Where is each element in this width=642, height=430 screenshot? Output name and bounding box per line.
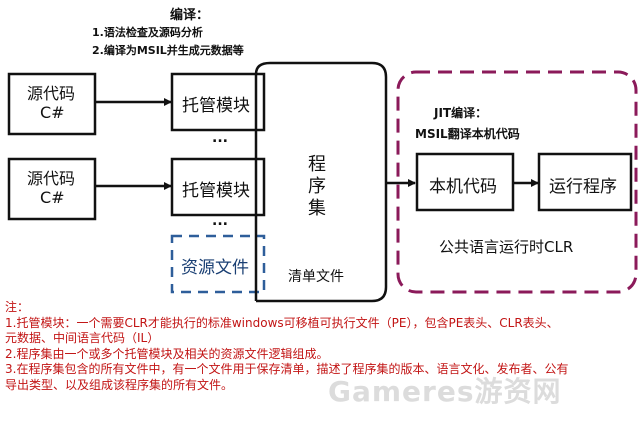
assembly-char-3: 集 bbox=[308, 198, 326, 219]
ellipsis-2: ... bbox=[212, 213, 228, 229]
watermark-text: Gameres游资网 bbox=[328, 375, 562, 408]
notes-line-1: 1.托管模块：一个需要CLR才能执行的标准windows可移植可执行文件（PE）… bbox=[5, 315, 559, 330]
compile-step-2: 2.编译为MSIL并生成元数据等 bbox=[92, 44, 244, 57]
jit-title: JIT编译： bbox=[434, 106, 488, 120]
clr-boundary bbox=[396, 70, 638, 294]
jit-subtitle: MSIL翻译本机代码 bbox=[415, 127, 520, 141]
notes-block: 注： 1.托管模块：一个需要CLR才能执行的标准windows可移植可执行文件（… bbox=[5, 300, 637, 393]
compile-title: 编译： bbox=[170, 8, 210, 23]
assembly-char-1: 程 bbox=[308, 154, 326, 175]
native-code-box bbox=[415, 152, 515, 212]
notes-line-2: 元数据、中间语言代码（IL） bbox=[5, 331, 160, 345]
source-code-box-1 bbox=[7, 72, 97, 136]
manifest-file-label: 清单文件 bbox=[288, 269, 344, 285]
notes-line-4: 3.在程序集包含的所有文件中，有一个文件用于保存清单，描述了程序集的版本、语言文… bbox=[5, 362, 569, 376]
compile-step-1: 1.语法检查及源码分析 bbox=[92, 26, 203, 39]
native-code-label: 本机代码 bbox=[429, 177, 497, 197]
managed-module-box-2 bbox=[170, 157, 266, 217]
managed-module-label-1: 托管模块 bbox=[182, 96, 250, 116]
notes-heading: 注： bbox=[5, 300, 30, 314]
source-code-label-2: 源代码 bbox=[27, 169, 76, 188]
ellipsis-1: ... bbox=[212, 130, 228, 146]
managed-module-box-1 bbox=[170, 72, 266, 132]
assembly-shape bbox=[254, 61, 388, 303]
resource-file-box bbox=[170, 234, 266, 294]
managed-module-label-2: 托管模块 bbox=[182, 181, 250, 201]
source-code-box-2 bbox=[7, 157, 97, 221]
notes-line-3: 2.程序集由一个或多个托管模块及相关的资源文件逻辑组成。 bbox=[5, 346, 329, 361]
assembly-char-2: 序 bbox=[308, 176, 326, 197]
source-code-lang-1: C# bbox=[40, 103, 65, 122]
clr-label: 公共语言运行时CLR bbox=[439, 238, 574, 256]
resource-file-label: 资源文件 bbox=[181, 258, 249, 278]
source-code-label-1: 源代码 bbox=[27, 84, 76, 103]
source-code-lang-2: C# bbox=[40, 188, 65, 207]
run-program-label: 运行程序 bbox=[549, 177, 617, 197]
notes-line-5: 导出类型、以及组成该程序集的所有文件。 bbox=[5, 377, 234, 392]
run-program-box bbox=[537, 152, 633, 212]
